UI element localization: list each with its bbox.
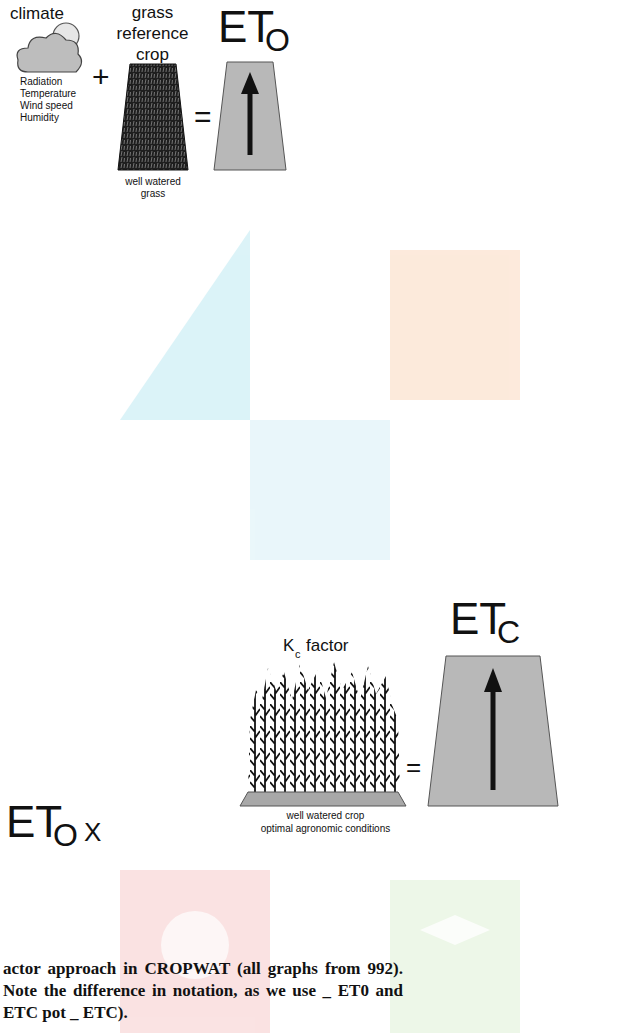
subscript-label: O bbox=[53, 817, 78, 854]
evaporation-block bbox=[428, 656, 558, 806]
heading-label: climate bbox=[10, 4, 64, 24]
factor-label: Wind speed bbox=[20, 100, 73, 112]
figure-caption: actor approach in CROPWAT (all graphs fr… bbox=[3, 958, 403, 1024]
arrow-head bbox=[484, 668, 502, 692]
watermark-block bbox=[390, 250, 520, 400]
symbol-label: K bbox=[283, 636, 294, 656]
watermark-gear-block bbox=[120, 870, 270, 1033]
cloud-icon bbox=[17, 33, 81, 72]
watermark-block bbox=[390, 880, 520, 1033]
note-label: well watered crop bbox=[243, 810, 408, 822]
factor-label: Temperature bbox=[20, 88, 76, 100]
upward-arrow bbox=[248, 92, 253, 155]
heading-label: factor bbox=[306, 636, 349, 656]
subscript-label: c bbox=[295, 648, 301, 661]
factor-label: Humidity bbox=[20, 112, 59, 124]
crop-ground bbox=[240, 792, 406, 806]
watermark-cap bbox=[420, 915, 490, 945]
watermark-triangle bbox=[120, 230, 250, 420]
operator-sign: X bbox=[84, 818, 101, 848]
operator-sign: = bbox=[406, 753, 421, 783]
note-label: optimal agronomic conditions bbox=[243, 823, 408, 835]
factor-label: Radiation bbox=[20, 76, 62, 88]
operator-sign: + bbox=[92, 60, 110, 95]
operator-sign: = bbox=[194, 100, 212, 135]
upward-arrow bbox=[491, 690, 496, 790]
crop-illustration bbox=[248, 662, 400, 792]
watermark-block bbox=[250, 420, 390, 560]
subscript-label: O bbox=[265, 22, 290, 59]
evaporation-block bbox=[214, 62, 286, 170]
heading-label: grass reference crop bbox=[105, 2, 200, 65]
watermark-block bbox=[120, 560, 250, 561]
grass-illustration bbox=[118, 64, 188, 170]
subscript-label: C bbox=[497, 614, 520, 651]
figure-panel bbox=[0, 585, 566, 857]
note-label: well watered grass bbox=[118, 176, 188, 199]
arrow-head bbox=[241, 72, 259, 94]
